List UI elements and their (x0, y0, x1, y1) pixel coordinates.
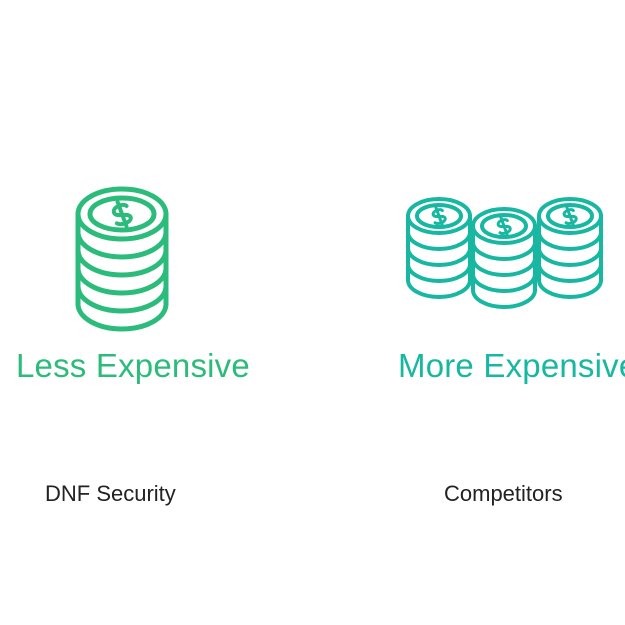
coin-stack-icon (75, 186, 169, 332)
coin-stacks-icon (406, 197, 603, 309)
competitors-caption: Competitors (444, 481, 563, 506)
dnf-security-caption: DNF Security (45, 481, 176, 506)
less-expensive-heading: Less Expensive (16, 347, 250, 384)
more-expensive-heading: More Expensive (398, 347, 625, 384)
